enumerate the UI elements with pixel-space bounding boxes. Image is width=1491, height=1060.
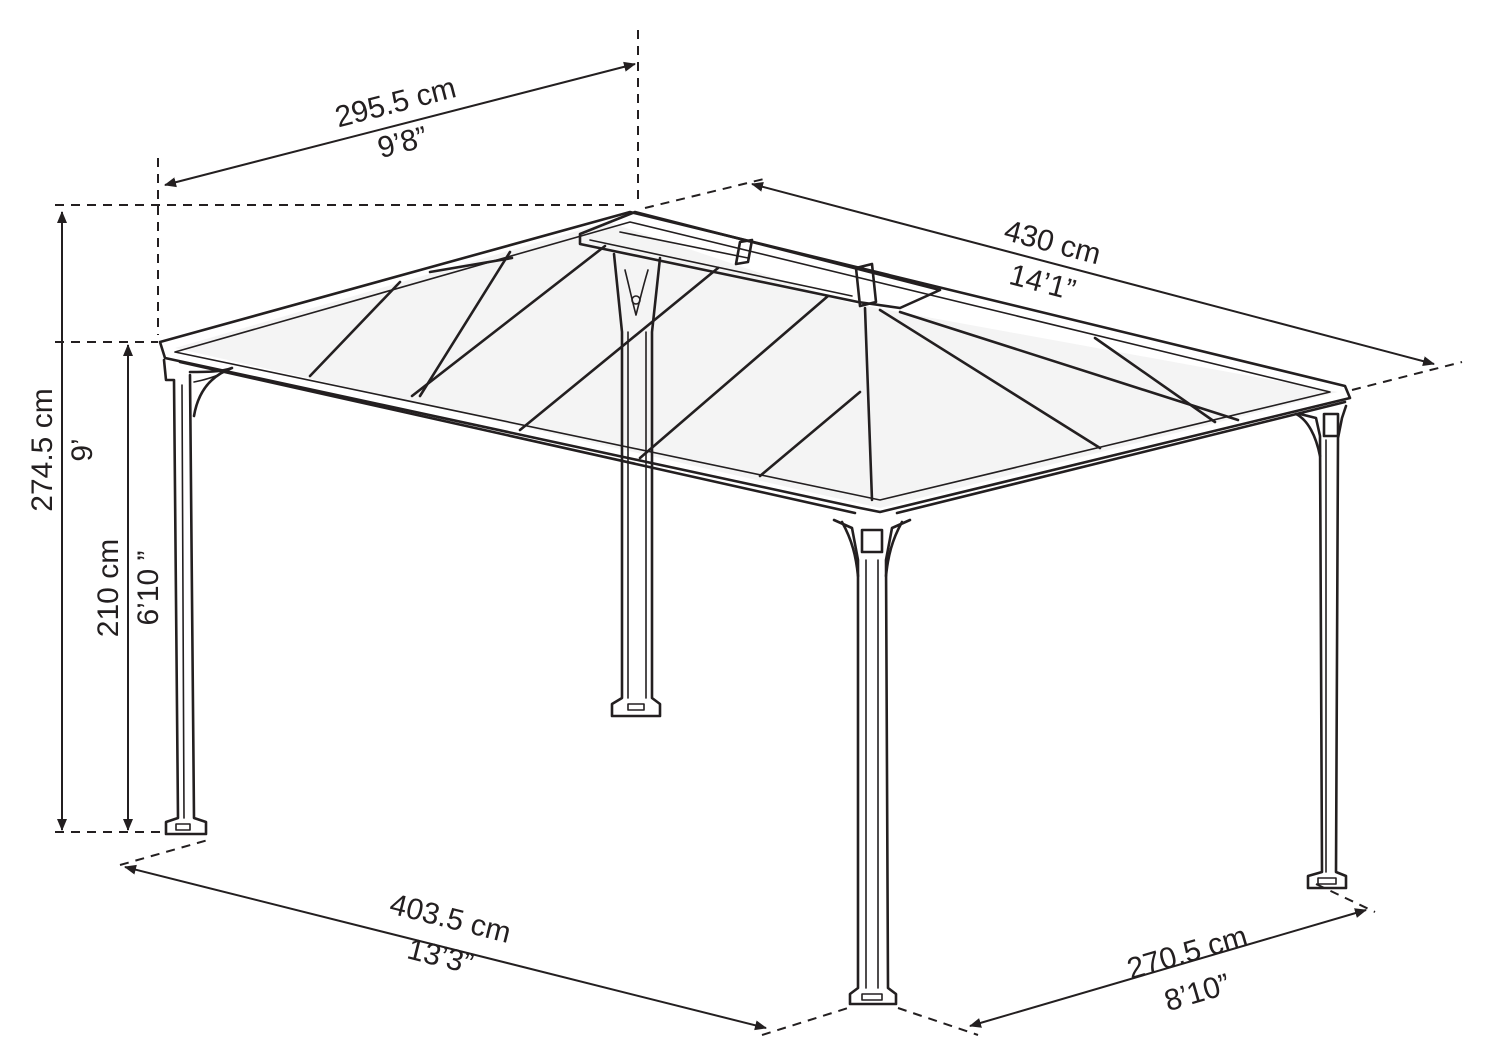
gazebo-drawing: [158, 210, 1352, 1006]
front-post: [832, 518, 912, 1006]
top-width-imperial: 14’1”: [1006, 258, 1079, 307]
top-depth-imperial: 9’8”: [374, 121, 431, 165]
roof-panels: [175, 222, 1338, 508]
right-post: [1294, 404, 1348, 890]
base-width-imperial: 13’3”: [404, 933, 477, 981]
base-depth-imperial: 8’10”: [1161, 968, 1234, 1018]
total-height-metric: 274.5 cm: [26, 388, 59, 511]
base-depth-metric: 270.5 cm: [1123, 920, 1251, 986]
left-post: [162, 358, 234, 836]
back-post: [610, 252, 662, 718]
base-width-metric: 403.5 cm: [386, 888, 514, 950]
extension-lines: [55, 30, 1463, 1036]
eave-height-imperial: 6’10 ”: [132, 550, 165, 625]
base-depth-arrow: [969, 908, 1367, 1028]
base-width-arrow: [124, 864, 767, 1031]
dimension-arrows: [57, 61, 1435, 1031]
top-depth-arrow: [164, 61, 636, 188]
top-width-arrow: [751, 181, 1435, 367]
eave-height-metric: 210 cm: [92, 539, 125, 637]
total-height-imperial: 9’: [66, 438, 99, 461]
